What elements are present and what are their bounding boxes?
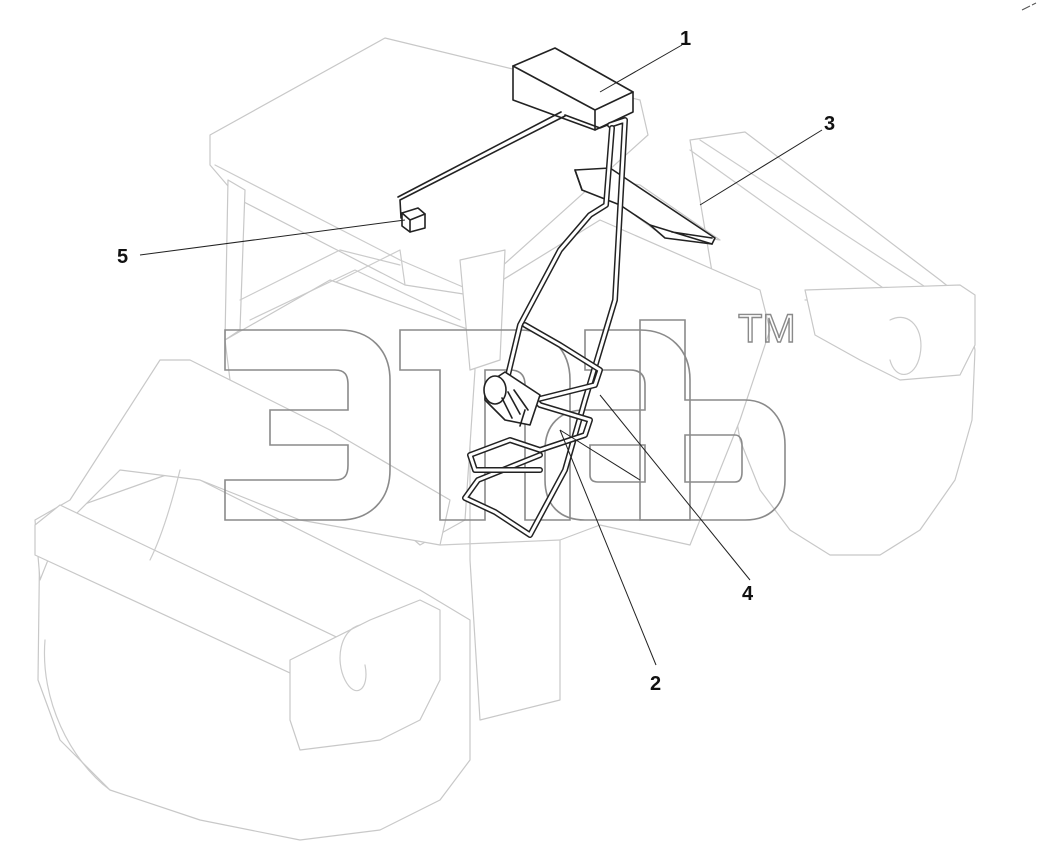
callout-2: 2 [650,673,661,695]
cab-roof-edge [214,164,471,291]
rear-bracket-edges [574,169,713,245]
pump-motor-end [483,375,507,405]
callout-5: 5 [117,246,128,268]
hose-loop-core [468,323,602,472]
callout-3: 3 [824,113,835,135]
watermark-tm: TM [738,307,796,351]
front-frame-detail [149,469,561,561]
callout-1: 1 [680,28,691,50]
cab-window-frame [239,249,461,321]
leader-2 [559,429,641,481]
callout-4: 4 [742,583,754,605]
highlighted-system [397,47,716,538]
hose-secondary-core [506,126,614,377]
leader-2b [559,429,657,666]
leader-1 [599,44,683,93]
cab-pillar-left [224,179,246,341]
callouts: 1 2 3 4 5 [117,28,835,695]
front-drum-bracket [289,599,441,751]
leader-3 [699,129,823,206]
leader-4 [599,394,751,581]
watermark-glyph-3 [544,329,691,521]
scan-speck [1021,2,1037,11]
leader-5 [139,219,406,256]
rear-drum-bracket-slot [889,316,922,375]
wire-harness [397,111,566,219]
tank-box [512,47,634,131]
watermark-glyph-1 [224,329,391,521]
watermark-logo: TM [224,306,796,521]
watermark-glyph-4 [639,319,786,521]
hose-main-core [463,118,627,537]
pump-motor-details [501,389,529,427]
front-drum-curve [43,639,111,791]
washer-nozzle [401,207,426,233]
front-bracket-slot [339,624,367,692]
cab-window-top [319,249,406,291]
rear-drum-bracket [804,284,976,381]
tank-box-body [512,47,634,131]
cab-pillar-right [459,249,506,371]
washer-nozzle-edges [401,212,426,233]
pump-motor [483,371,541,427]
engine-housing [469,219,771,721]
